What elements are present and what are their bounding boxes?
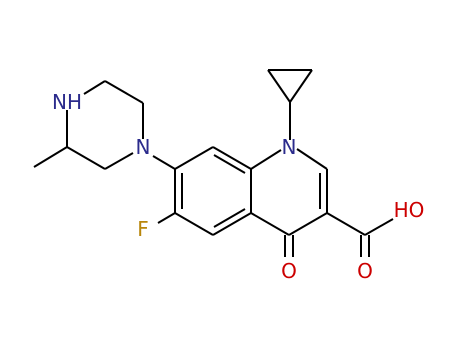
bond-cyclopropyl-3 [289,69,313,103]
bond-c6-c5 [174,212,214,236]
atom-o-acid-label: O [357,259,373,283]
atom-nh-label: NH [52,90,82,114]
bond-cooh-oh [364,218,394,236]
bond-c3-c4 [288,212,328,236]
bond-pip-bottom-left [66,146,106,170]
bond-c5-c4a-double [213,208,246,228]
atom-f-label: F [137,217,149,241]
bond-lines [33,69,394,257]
bond-c8a-c8 [212,146,252,170]
bond-methyl [33,146,68,168]
bond-c8-c7 [174,146,214,170]
atom-oh-label: HO [394,198,425,222]
bond-c8-c8a-double [213,154,246,174]
atom-npip-label: N [136,135,151,159]
bond-c4-c4a [250,212,290,236]
bond-c7-npip [152,155,176,170]
bond-pip-bottom-right [104,152,134,170]
bond-pip-top-right [104,80,144,104]
atom-labels: N F N NH O O HO [52,90,424,283]
bond-c3-cooh [326,212,366,236]
bond-cyclopropyl-2 [267,69,291,103]
bond-c8a-n1 [250,149,282,170]
bond-pip-top-left [83,80,106,95]
bond-c6-f [157,212,176,224]
atom-n1-label: N [282,135,297,159]
bond-c5-c4a [212,212,252,236]
bond-n1-c2 [296,148,328,170]
atom-o-keto-label: O [281,259,297,283]
